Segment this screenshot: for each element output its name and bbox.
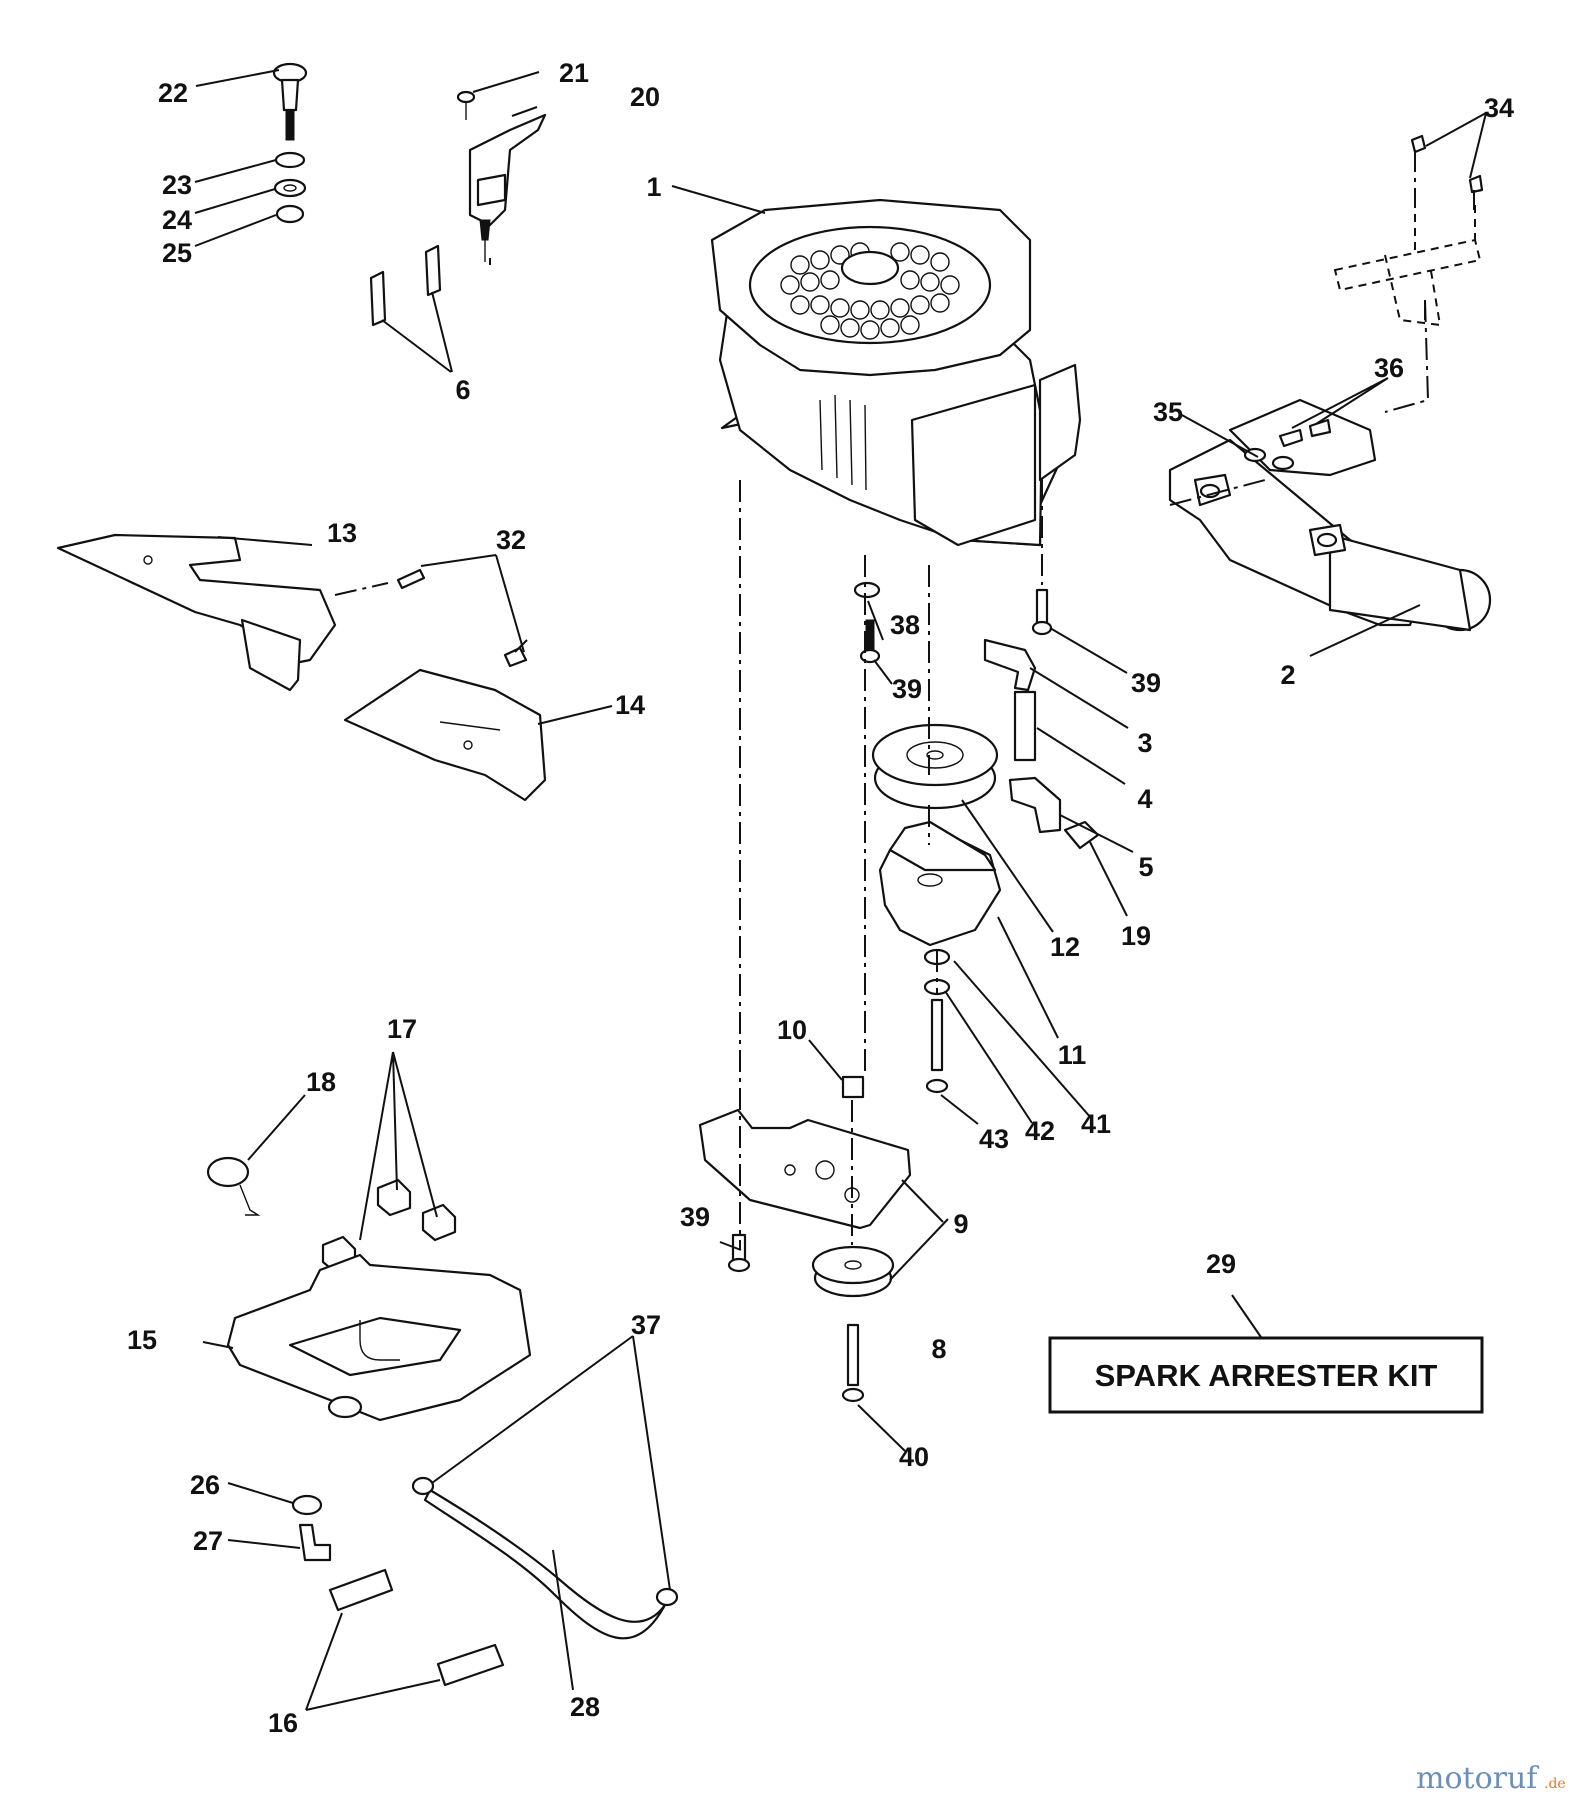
washer-part-23 [274,151,306,169]
bushing-part-26 [291,1494,323,1516]
callout-20: 20 [630,82,660,112]
nut-part-25 [275,204,305,224]
callout-40: 40 [899,1442,929,1472]
callout-5: 5 [1138,852,1153,882]
bolt-part-39-a [859,619,881,664]
callout-10: 10 [777,1015,807,1045]
callout-36: 36 [1374,353,1404,383]
engine-part [710,198,1082,547]
callout-23: 23 [162,170,192,200]
kit-label: SPARK ARRESTER KIT [1095,1358,1438,1393]
callout-24: 24 [162,205,192,235]
control-bracket-part [468,113,547,262]
muffler-bracket-part [1333,200,1482,327]
clip-part-6 [369,244,442,327]
clamp-part-37-b [655,1587,679,1607]
callout-16: 16 [268,1708,298,1738]
callout-26: 26 [190,1470,220,1500]
leader-lines [194,69,1487,1711]
heat-shield-part-14 [343,668,547,802]
fuel-line-part-28 [423,1488,667,1640]
callout-12: 12 [1050,932,1080,962]
pad-part-16 [328,1568,505,1687]
callout-42: 42 [1025,1116,1055,1146]
callout-32: 32 [496,525,526,555]
callout-34: 34 [1484,93,1514,123]
callout-37: 37 [631,1310,661,1340]
watermark-logo: motoruf .de [1416,1761,1566,1796]
knob-part [272,62,308,141]
callout-13: 13 [327,518,357,548]
valve-part-27 [298,1523,332,1562]
callout-9: 9 [953,1209,968,1239]
lockwasher-part-24 [273,178,307,198]
assembly-lines [334,150,1475,1250]
callout-25: 25 [162,238,192,268]
bolt-part-43 [925,998,949,1094]
screw-part-34 [1410,134,1484,194]
callout-39-b: 39 [1131,668,1161,698]
callout-2: 2 [1280,660,1295,690]
callout-8: 8 [931,1334,946,1364]
nipple-part-4 [1013,690,1037,762]
spacer-part-10 [841,1075,865,1099]
fuel-tank-part-15 [226,1253,532,1422]
pulley-part-12 [871,723,999,810]
screw-part-21 [456,90,476,120]
callout-39-c: 39 [680,1202,710,1232]
callout-15: 15 [127,1325,157,1355]
callout-6: 6 [455,375,470,405]
callout-43: 43 [979,1124,1009,1154]
clamp-part-37-a [411,1476,435,1496]
watermark-suffix: .de [1544,1776,1566,1792]
washer-part-38 [853,581,881,599]
idler-pulley-part-8 [811,1245,895,1298]
callout-labels: 1 2 3 4 5 6 8 9 10 11 12 13 14 15 16 17 … [127,58,1514,1738]
callout-17: 17 [387,1014,417,1044]
callout-38: 38 [890,610,920,640]
callout-27: 27 [193,1526,223,1556]
callout-14: 14 [615,690,645,720]
spark-arrester-kit-box: SPARK ARRESTER KIT [1048,1336,1484,1414]
callout-19: 19 [1121,921,1151,951]
callout-1: 1 [646,172,661,202]
callout-39-a: 39 [892,674,922,704]
callout-41: 41 [1081,1109,1111,1139]
callout-35: 35 [1153,397,1183,427]
bolt-part-39-b [1031,588,1053,636]
screw-part-32 [396,568,528,668]
callout-22: 22 [158,78,188,108]
callout-3: 3 [1137,728,1152,758]
elbow-part-3 [983,638,1037,692]
watermark-name: motoruf [1416,1761,1539,1796]
fuel-cap-part-18 [206,1156,261,1216]
callout-29: 29 [1206,1249,1236,1279]
heat-shield-part-13 [56,533,337,692]
callout-4: 4 [1137,784,1152,814]
callout-28: 28 [570,1692,600,1722]
clutch-part-11 [878,820,1002,947]
bolt-part-40 [841,1323,865,1403]
elbow-part-5 [1008,776,1062,834]
callout-18: 18 [306,1067,336,1097]
block-part-17 [321,1178,457,1274]
callout-11: 11 [1058,1040,1087,1070]
callout-21: 21 [559,58,589,88]
plate-part-9 [698,1108,912,1230]
